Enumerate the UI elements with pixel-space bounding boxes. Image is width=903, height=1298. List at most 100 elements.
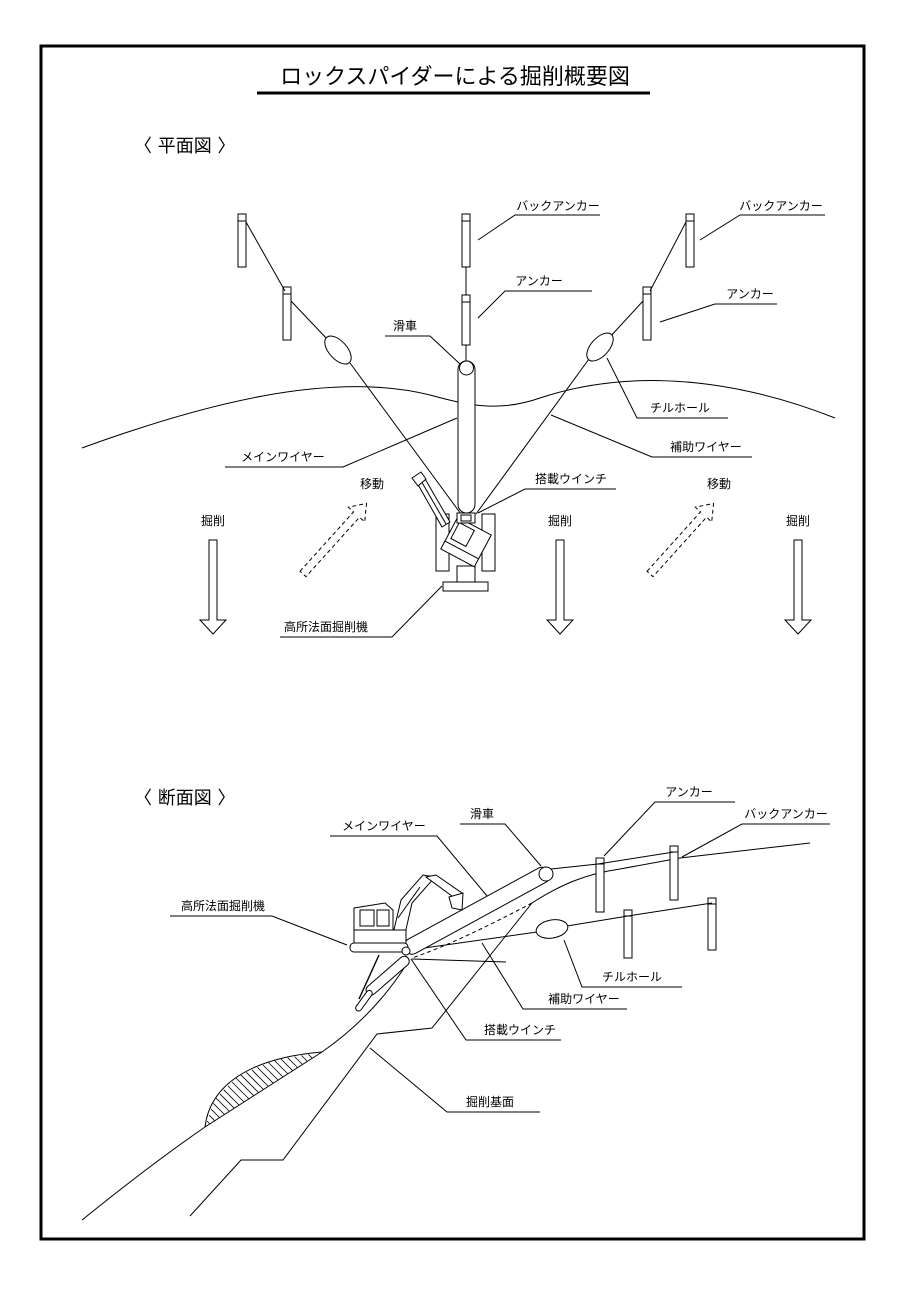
move-arrow-left — [299, 502, 368, 578]
excavation-base-line — [189, 902, 533, 1217]
label-main-wire: メインワイヤー — [342, 819, 426, 833]
section-back-anchor — [669, 845, 679, 901]
leader-chirhole — [606, 357, 728, 419]
excavator-foot — [355, 989, 373, 1012]
label-move: 移動 — [360, 477, 384, 491]
leader-back-anchor — [699, 214, 825, 241]
plan-winch-drum — [460, 514, 472, 522]
excavator-foot — [442, 581, 489, 592]
plan-anchor-right — [642, 286, 652, 341]
plan-labels: バックアンカー バックアンカー アンカー アンカー 滑車 チルホール 補助ワイヤ… — [201, 199, 825, 638]
label-anchor: アンカー — [726, 287, 774, 301]
section-aux-anchor — [623, 909, 633, 959]
plan-anchor-left — [282, 286, 292, 341]
section-main-wire-to-anchors — [550, 851, 675, 870]
section-anchors — [595, 845, 717, 959]
leader-winch — [410, 958, 561, 1041]
label-excavation: 掘削 — [548, 513, 572, 528]
excavator-bucket — [448, 892, 464, 911]
excavation-arrow-right — [783, 539, 813, 635]
excavator-arm-line — [419, 478, 447, 525]
leader-winch — [477, 488, 616, 514]
section-aux-wire-to-chirhole — [409, 931, 538, 951]
move-arrow-right — [646, 502, 715, 578]
hatched-mound-hatching — [206, 1054, 313, 1125]
original-ground-dashed — [411, 902, 533, 959]
plan-back-anchor-left — [237, 213, 247, 268]
section-aux-back-anchor — [707, 897, 717, 951]
leader-main-wire — [330, 835, 488, 897]
excavator-track — [349, 942, 409, 953]
label-anchor: アンカー — [515, 274, 563, 288]
label-back-anchor: バックアンカー — [744, 807, 828, 821]
label-winch: 搭載ウインチ — [484, 1023, 556, 1037]
excavator-cylinder — [397, 886, 421, 919]
label-aux-wire: 補助ワイヤー — [548, 992, 620, 1006]
section-anchor — [595, 857, 605, 913]
plan-wires — [245, 221, 687, 515]
plan-pulley — [459, 360, 474, 376]
label-anchor: アンカー — [665, 785, 713, 799]
leader-pulley — [385, 335, 461, 365]
plan-wire-right-back — [649, 221, 687, 292]
label-chirhole: チルホール — [650, 401, 710, 415]
cab-window — [376, 909, 390, 927]
label-main-wire: メインワイヤー — [241, 450, 325, 464]
label-aux-wire: 補助ワイヤー — [670, 440, 742, 454]
plan-wire-right-aux — [475, 358, 590, 515]
leader-main-wire — [225, 417, 458, 468]
section-chirhole — [535, 919, 569, 939]
label-excavation: 掘削 — [786, 513, 810, 528]
excavator-foot-body — [355, 989, 373, 1012]
plan-wire-left-back — [245, 221, 286, 292]
leader-anchor — [659, 303, 777, 323]
leader-pulley — [460, 823, 542, 867]
leader-aux-wire — [481, 942, 627, 1010]
label-machine: 高所法面掘削機 — [284, 619, 368, 634]
leader-aux-wire — [550, 414, 752, 458]
excavator-boom — [392, 874, 436, 935]
section-aux-wire-to-anchors — [566, 902, 713, 927]
section-winch-wire — [411, 958, 507, 963]
section-labels: アンカー バックアンカー 滑車 メインワイヤー 高所法面掘削機 チルホール 補助… — [170, 785, 830, 1113]
plan-wire-right-anchor — [608, 300, 644, 339]
label-pulley: 滑車 — [470, 807, 494, 821]
excavator-cab — [450, 521, 476, 548]
section-excavator — [349, 874, 464, 1012]
natural-slope-line — [81, 961, 409, 1221]
leader-machine — [280, 585, 443, 638]
plan-back-anchor-center — [461, 213, 471, 268]
plan-chirhole-left — [324, 335, 352, 365]
sheet-border — [39, 44, 866, 1241]
leader-machine — [170, 915, 348, 946]
leader-back-anchor — [681, 823, 830, 858]
section-pulley — [538, 866, 554, 882]
plan-wire-left-anchor — [290, 300, 329, 341]
label-back-anchor: バックアンカー — [739, 199, 823, 213]
excavation-arrow-center — [545, 539, 575, 635]
plan-excavator — [411, 471, 496, 592]
leader-back-anchor — [477, 214, 600, 241]
excavator-outrigger — [358, 954, 380, 1000]
section-winch — [401, 946, 411, 956]
leader-excavation-base — [369, 1047, 540, 1113]
drawing-title: ロックスパイダーによる掘削概要図 — [280, 65, 630, 90]
excavator-bucket — [411, 471, 427, 487]
plan-view-heading: 〈 平面図 〉 — [134, 136, 235, 157]
label-move: 移動 — [707, 477, 731, 491]
hatched-mound-outline — [204, 1051, 323, 1128]
leader-anchor — [477, 290, 592, 319]
plan-main-boom — [457, 360, 476, 514]
excavator-body — [353, 929, 407, 945]
leader-chirhole — [563, 939, 682, 988]
label-back-anchor: バックアンカー — [516, 199, 600, 213]
label-excavation-base: 掘削基面 — [466, 1094, 514, 1109]
label-chirhole: チルホール — [602, 970, 662, 984]
excavation-arrow-left — [198, 539, 228, 635]
label-pulley: 滑車 — [393, 319, 417, 333]
cab-window — [359, 909, 375, 927]
section-view-heading: 〈 断面図 〉 — [134, 788, 235, 809]
leader-anchor — [603, 801, 735, 857]
excavator-mast — [456, 565, 476, 583]
